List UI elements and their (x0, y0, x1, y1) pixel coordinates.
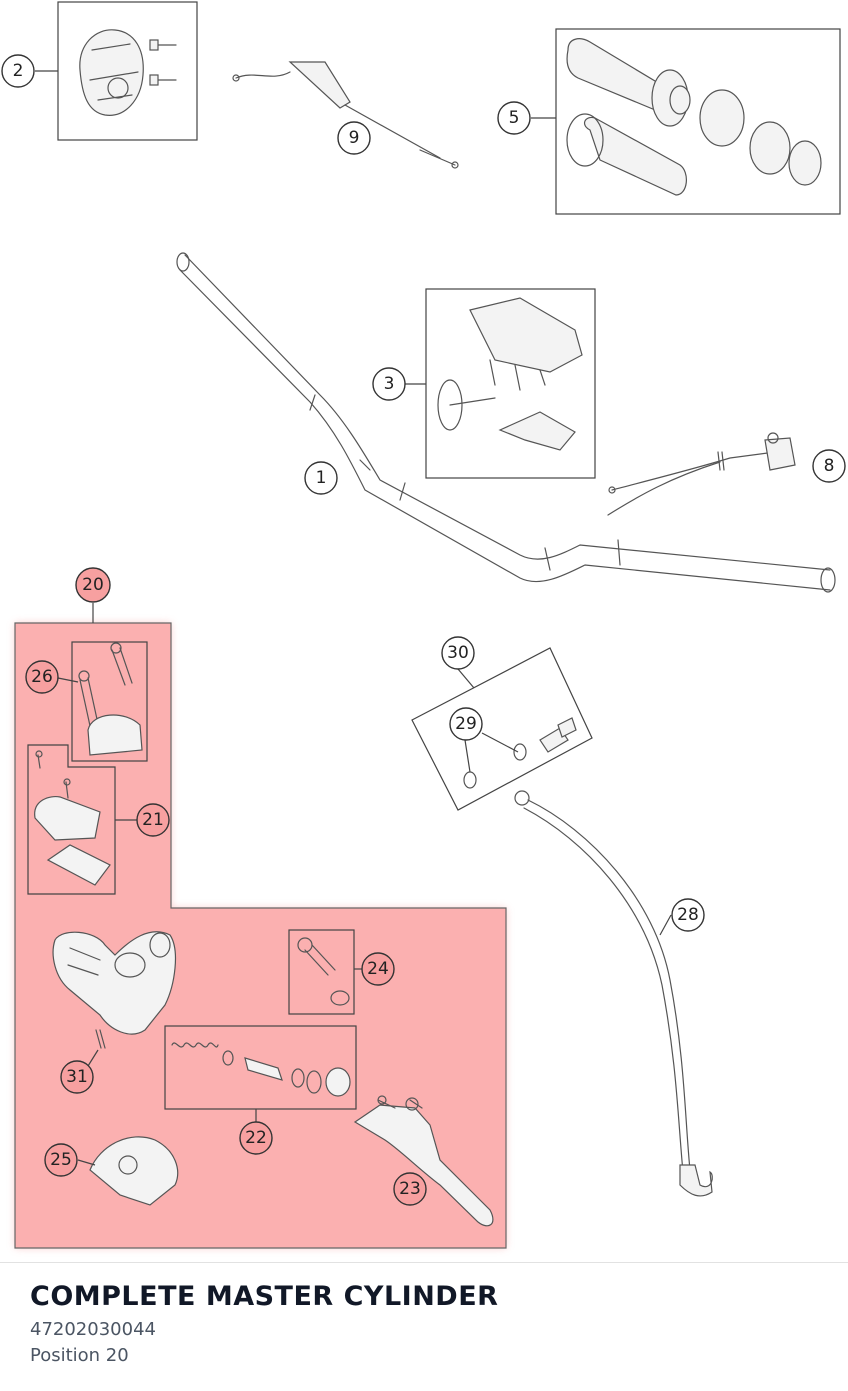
svg-text:8: 8 (824, 456, 835, 476)
position-label: Position 20 (30, 1345, 129, 1366)
part-3-handlebar-pad[interactable] (425, 288, 596, 479)
callout-31[interactable]: 31 (60, 1060, 94, 1094)
part-8-kill-switch[interactable] (607, 432, 796, 516)
part-name: COMPLETE MASTER CYLINDER (30, 1281, 499, 1312)
part-9-throttle-cable[interactable] (232, 61, 459, 169)
svg-text:25: 25 (50, 1150, 72, 1170)
callout-1[interactable]: 1 (304, 461, 338, 495)
exploded-parts-diagram: 2 9 5 3 1 8 20 30 26 29 21 28 24 31 22 2… (1, 1, 846, 1249)
part-master-cylinder-body[interactable] (52, 931, 176, 1035)
svg-text:23: 23 (399, 1179, 421, 1199)
part-21-reservoir-cover[interactable] (27, 744, 116, 895)
part-24-bushing-kit[interactable] (288, 929, 355, 1015)
part-31-spring-pin[interactable] (95, 1029, 106, 1049)
callout-24[interactable]: 24 (361, 952, 395, 986)
svg-text:30: 30 (447, 643, 469, 663)
callout-2[interactable]: 2 (1, 54, 35, 88)
part-25-lever-guard[interactable] (89, 1136, 179, 1206)
callout-25[interactable]: 25 (44, 1143, 78, 1177)
callout-9[interactable]: 9 (337, 121, 371, 155)
part-23-brake-lever[interactable] (353, 1095, 494, 1227)
callout-21[interactable]: 21 (136, 803, 170, 837)
callout-8[interactable]: 8 (812, 449, 846, 483)
selected-part-panel: COMPLETE MASTER CYLINDER 47202030044 Pos… (0, 1262, 848, 1391)
svg-text:24: 24 (367, 959, 389, 979)
callout-28[interactable]: 28 (671, 898, 705, 932)
svg-text:1: 1 (316, 468, 327, 488)
svg-text:26: 26 (31, 667, 53, 687)
callout-30[interactable]: 30 (441, 636, 475, 670)
svg-text:20: 20 (82, 575, 104, 595)
svg-text:2: 2 (13, 61, 24, 81)
part-22-piston-kit[interactable] (164, 1025, 357, 1110)
callout-3[interactable]: 3 (372, 367, 406, 401)
svg-text:29: 29 (455, 714, 477, 734)
part-28-brake-line[interactable] (514, 790, 713, 1197)
highlight-region-20[interactable] (14, 622, 507, 1249)
svg-text:21: 21 (142, 810, 164, 830)
callout-26[interactable]: 26 (25, 660, 59, 694)
svg-text:3: 3 (384, 374, 395, 394)
part-30-banjo-bolt-kit[interactable] (411, 647, 593, 811)
callout-5[interactable]: 5 (497, 101, 531, 135)
callout-23[interactable]: 23 (393, 1172, 427, 1206)
callout-22[interactable]: 22 (239, 1121, 273, 1155)
part-26-clamp[interactable] (71, 641, 148, 762)
svg-text:22: 22 (245, 1128, 267, 1148)
part-2-switch-housing[interactable] (57, 1, 198, 141)
callout-20[interactable]: 20 (75, 567, 111, 603)
part-number: 47202030044 (30, 1319, 156, 1340)
callout-29[interactable]: 29 (449, 707, 483, 741)
svg-text:9: 9 (349, 128, 360, 148)
svg-text:31: 31 (66, 1067, 88, 1087)
svg-text:5: 5 (509, 108, 520, 128)
part-5-grip-set[interactable] (555, 28, 841, 215)
part-1-handlebar[interactable] (176, 252, 836, 593)
svg-text:28: 28 (677, 905, 699, 925)
